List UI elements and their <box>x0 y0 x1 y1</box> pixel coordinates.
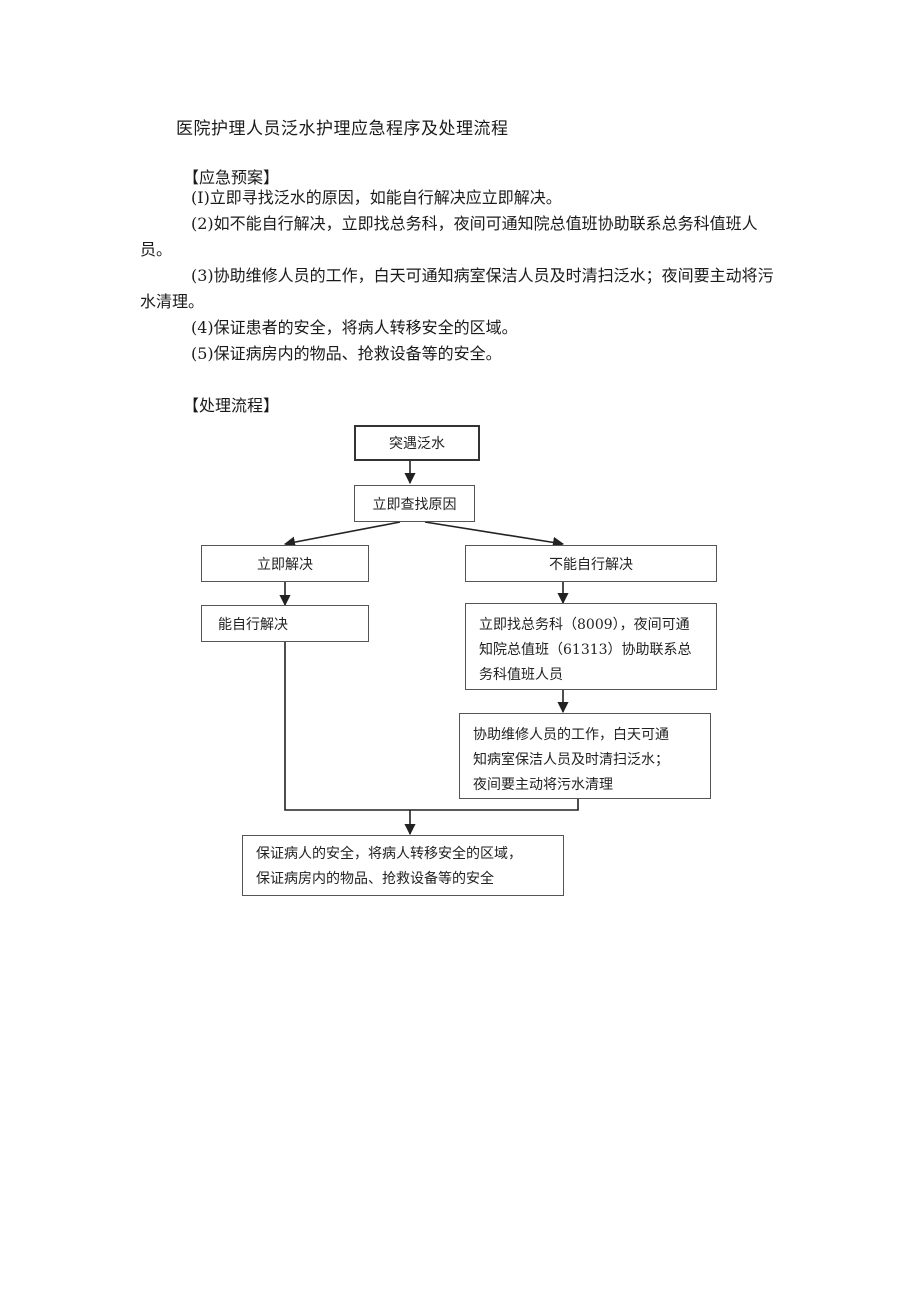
flow-safety-line-2: 保证病房内的物品、抢救设备等的安全 <box>256 871 494 887</box>
flow-assist-line-2: 知病室保洁人员及时清扫泛水； <box>473 752 669 768</box>
flow-safety-box: 保证病人的安全，将病人转移安全的区域， 保证病房内的物品、抢救设备等的安全 <box>242 835 564 896</box>
flow-contact-line-3: 务科值班人员 <box>479 667 563 683</box>
process-heading: 【处理流程】 <box>183 396 280 415</box>
arrow-cause-to-cannot <box>424 521 565 548</box>
plan-item-5: (5)保证病房内的物品、抢救设备等的安全。 <box>191 344 502 363</box>
flow-assist-line-3: 夜间要主动将污水清理 <box>473 777 613 793</box>
plan-item-4: (4)保证患者的安全，将病人转移安全的区域。 <box>191 318 518 337</box>
line-assist-down-to-merge <box>410 799 579 811</box>
flow-assist-box: 协助维修人员的工作，白天可通 知病室保洁人员及时清扫泛水； 夜间要主动将污水清理 <box>459 713 711 799</box>
plan-heading: 【应急预案】 <box>183 168 280 187</box>
plan-item-3: (3)协助维修人员的工作，白天可通知病室保洁人员及时清扫泛水；夜间要主动将污水清… <box>140 266 774 311</box>
flow-resolve-now-box: 立即解决 <box>201 545 369 582</box>
page-title: 医院护理人员泛水护理应急程序及处理流程 <box>176 119 509 139</box>
plan-item-2: (2)如不能自行解决，立即找总务科，夜间可通知院总值班协助联系总务科值班人员。 <box>140 214 758 259</box>
flow-contact-box: 立即找总务科（8009），夜间可通 知院总值班（61313）协助联系总 务科值班… <box>465 603 717 690</box>
flow-safety-line-1: 保证病人的安全，将病人转移安全的区域， <box>256 846 522 862</box>
plan-item-1: (I)立即寻找泛水的原因，如能自行解决应立即解决。 <box>191 188 562 207</box>
flow-start-box: 突遇泛水 <box>354 425 480 461</box>
flow-assist-line-1: 协助维修人员的工作，白天可通 <box>473 727 669 743</box>
flow-contact-line-2: 知院总值班（61313）协助联系总 <box>479 642 692 658</box>
flow-find-cause-box: 立即查找原因 <box>354 485 475 522</box>
flow-can-resolve-box: 能自行解决 <box>201 605 369 642</box>
line-can-down-to-merge <box>284 642 410 811</box>
arrow-cause-to-resolve <box>283 521 401 548</box>
flow-contact-line-1: 立即找总务科（8009），夜间可通 <box>479 617 690 633</box>
flow-cannot-resolve-box: 不能自行解决 <box>465 545 717 582</box>
